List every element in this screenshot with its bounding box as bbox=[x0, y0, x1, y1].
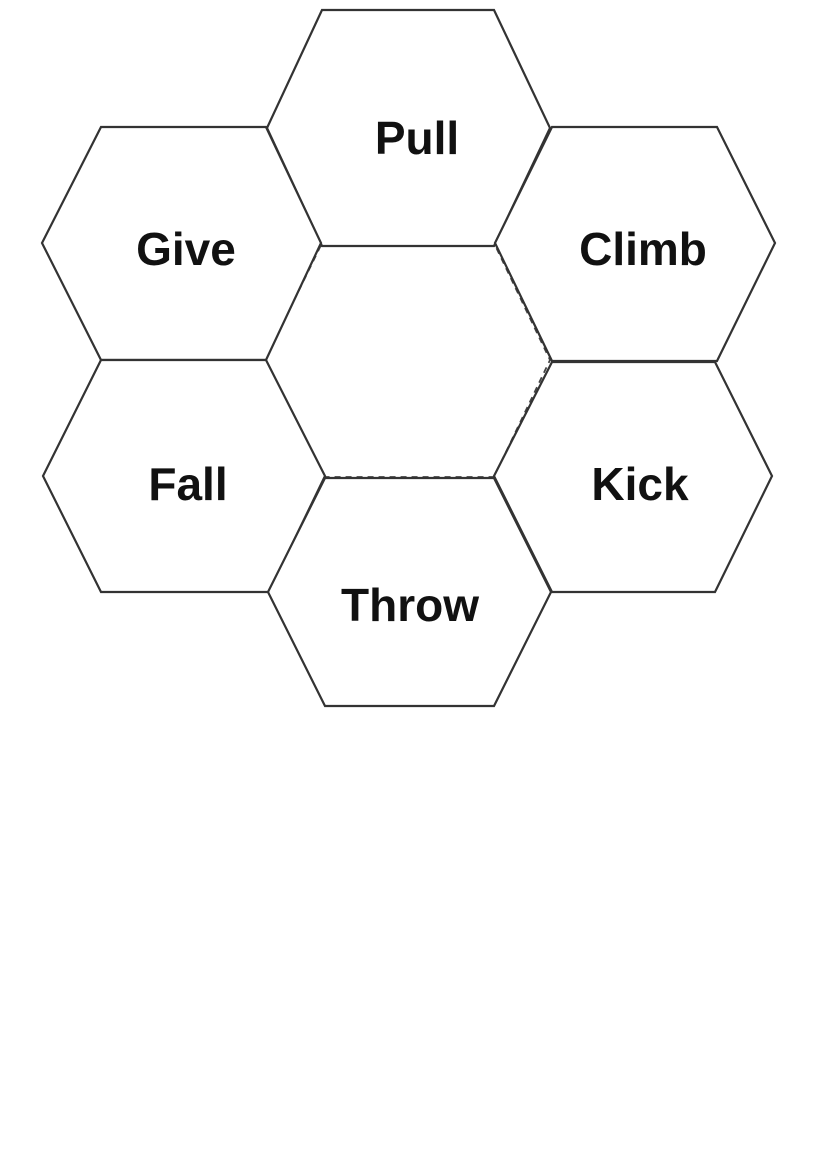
hexagon-bottom bbox=[266, 476, 553, 708]
label-lower-right: Kick bbox=[591, 458, 689, 510]
hexagon-lower-left bbox=[41, 358, 327, 594]
cell-lower-right: Kick bbox=[492, 360, 774, 594]
hexagon-top bbox=[265, 8, 552, 248]
center-cell bbox=[263, 242, 551, 478]
cell-lower-left: Fall bbox=[41, 358, 327, 594]
label-lower-left: Fall bbox=[148, 458, 227, 510]
center-hexagon bbox=[263, 242, 551, 478]
label-top: Pull bbox=[375, 112, 459, 164]
cell-upper-right: Climb bbox=[493, 125, 777, 363]
cell-bottom: Throw bbox=[266, 476, 553, 708]
label-upper-left: Give bbox=[136, 223, 236, 275]
cell-upper-left: Give bbox=[40, 125, 323, 362]
cell-top: Pull bbox=[265, 8, 552, 248]
label-upper-right: Climb bbox=[579, 223, 707, 275]
label-bottom: Throw bbox=[341, 579, 479, 631]
